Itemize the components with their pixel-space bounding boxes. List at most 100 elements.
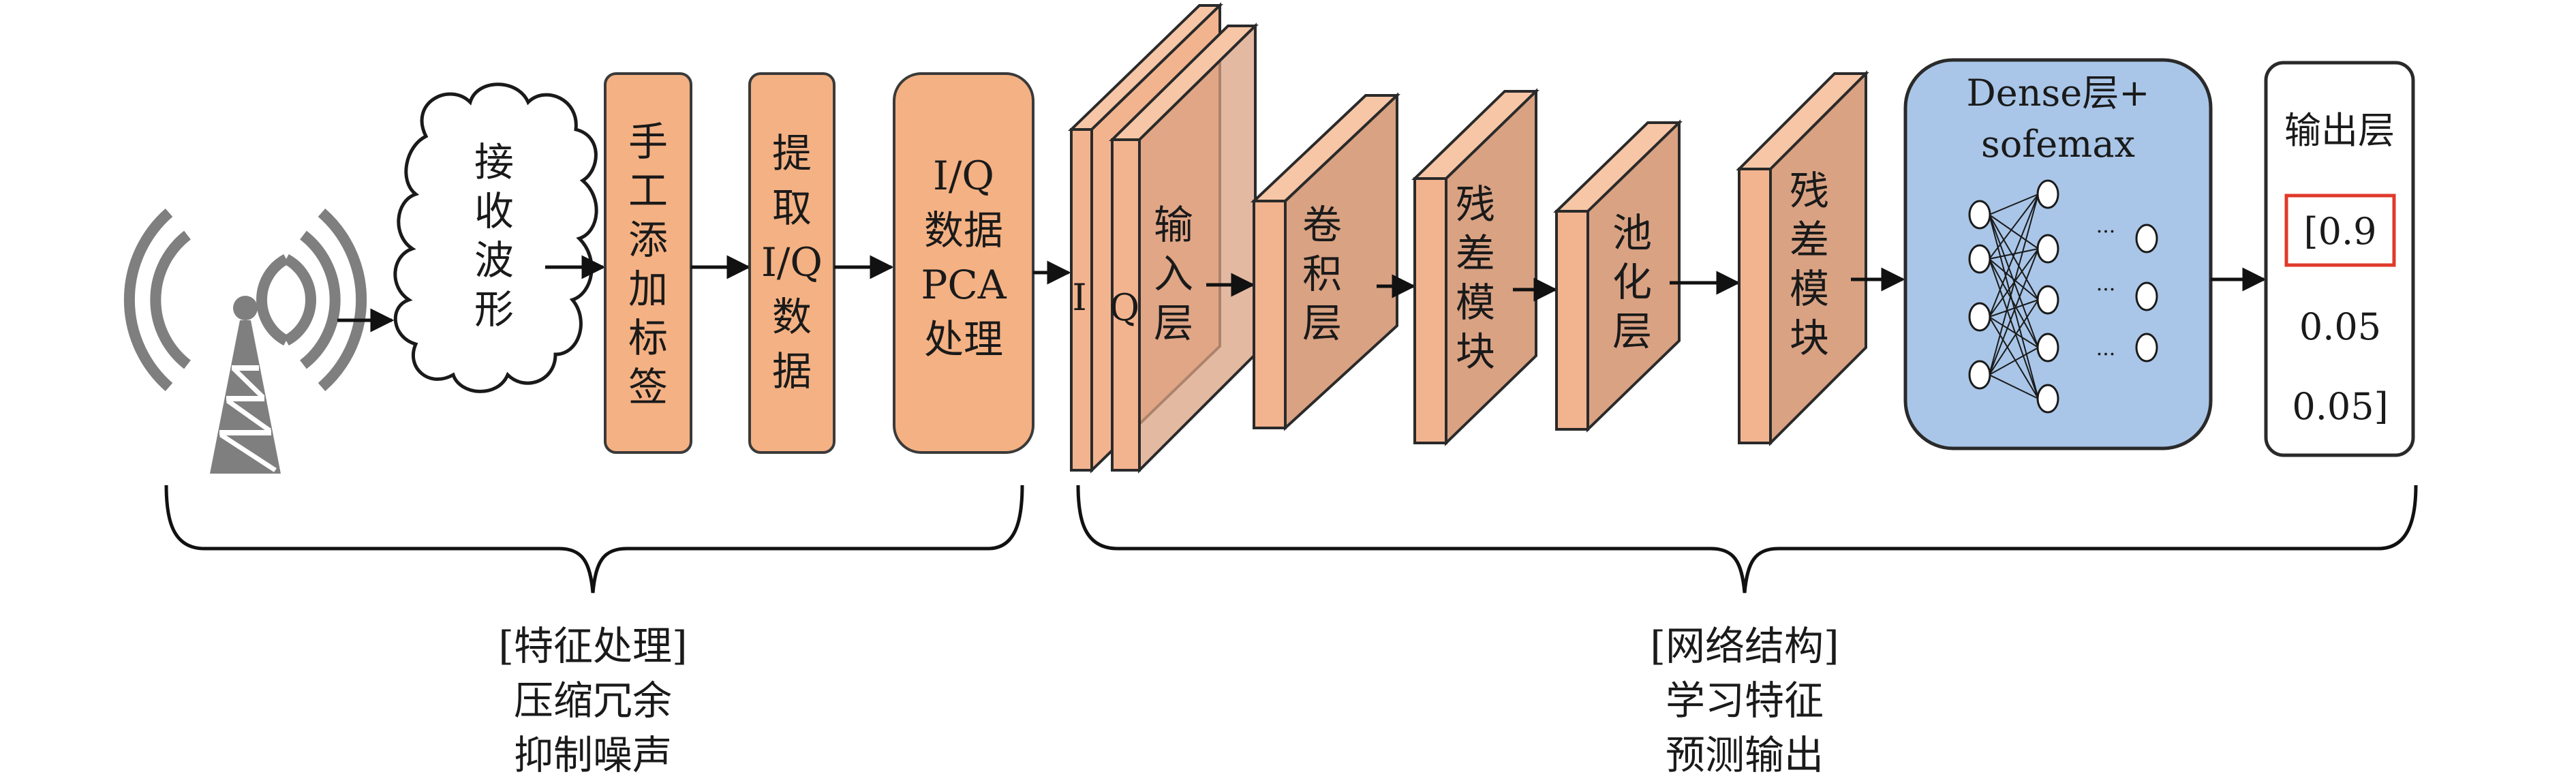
nn-edge xyxy=(1989,214,2039,249)
nn-node xyxy=(2135,333,2158,363)
nn-edge xyxy=(1989,248,2039,375)
nn-node xyxy=(2036,333,2059,363)
residual-block-2 xyxy=(1736,70,1869,446)
cloud-icon xyxy=(393,82,598,393)
nn-node xyxy=(2135,224,2158,254)
pca-line: 处理 xyxy=(924,316,1003,363)
nn-node xyxy=(1968,200,1991,230)
nn-edge xyxy=(1989,316,2039,399)
residual-2-char: 残 xyxy=(1790,168,1829,214)
manual-label-char: 加 xyxy=(628,266,668,312)
pool-layer-block xyxy=(1553,119,1683,433)
right-brace xyxy=(1076,485,2418,594)
extract-iq-text: 提 取 I/Q 数 据 xyxy=(761,130,823,395)
residual-2-char: 差 xyxy=(1790,217,1829,263)
nn-node xyxy=(1968,360,1991,390)
input-channel-i: I xyxy=(1072,276,1086,319)
dense-ellipsis: ··· xyxy=(2096,278,2116,302)
extract-iq-box xyxy=(748,72,835,454)
output-value: 0.05] xyxy=(2292,385,2388,428)
received-wave-char: 波 xyxy=(474,237,514,283)
nn-edge xyxy=(1989,316,2039,348)
nn-edge xyxy=(1989,347,2039,375)
conv-layer-label: 卷 积 层 xyxy=(1302,202,1342,346)
nn-node xyxy=(2036,179,2059,209)
input-layer-char: 入 xyxy=(1154,251,1193,297)
antenna-tower-icon xyxy=(123,208,367,474)
residual-2-char: 块 xyxy=(1790,315,1829,361)
nn-edge xyxy=(1989,194,2039,215)
received-wave-char: 形 xyxy=(474,286,514,333)
residual-1-label: 残 差 模 块 xyxy=(1456,181,1495,375)
extract-iq-char: 取 xyxy=(772,185,812,231)
extract-iq-char: 提 xyxy=(772,130,812,176)
pca-box xyxy=(893,72,1034,454)
output-highlight-box xyxy=(2284,194,2396,267)
residual-1-char: 差 xyxy=(1456,230,1495,277)
conv-layer-char: 层 xyxy=(1302,300,1342,346)
manual-label-text: 手 工 添 加 标 签 xyxy=(628,119,668,410)
residual-2-label: 残 差 模 块 xyxy=(1790,168,1829,361)
nn-node xyxy=(2135,281,2158,311)
nn-edge xyxy=(1989,258,2039,399)
nn-edge xyxy=(1989,194,2039,375)
output-value: 0.05 xyxy=(2299,305,2381,348)
conv-layer-char: 积 xyxy=(1302,251,1342,297)
nn-node xyxy=(1968,244,1991,274)
manual-label-char: 标 xyxy=(628,315,668,361)
residual-2-char: 模 xyxy=(1790,266,1829,312)
right-brace-line: 预测输出 xyxy=(1666,732,1824,778)
left-brace xyxy=(164,485,1024,594)
nn-node xyxy=(2036,234,2059,264)
nn-node xyxy=(2036,384,2059,414)
residual-1-char: 残 xyxy=(1456,181,1495,228)
pool-layer-char: 池 xyxy=(1612,210,1652,256)
nn-edge xyxy=(1989,194,2039,318)
right-brace-label: [网络结构] 学习特征 预测输出 xyxy=(1650,623,1839,778)
extract-iq-char: 数 xyxy=(772,294,812,340)
input-layer-label: 输 入 层 xyxy=(1154,202,1193,346)
dense-title-line1: Dense层+ xyxy=(1967,72,2150,114)
input-layer-char: 输 xyxy=(1154,202,1193,248)
nn-edge xyxy=(1989,214,2039,399)
residual-1-char: 块 xyxy=(1456,328,1495,375)
pca-line: 数据 xyxy=(924,207,1003,254)
nn-node xyxy=(1968,302,1991,332)
received-wave-char: 接 xyxy=(474,139,514,185)
nn-edge xyxy=(1989,299,2039,375)
nn-edge xyxy=(1989,258,2039,348)
manual-label-char: 工 xyxy=(628,168,668,214)
input-layer-char: 层 xyxy=(1154,300,1193,346)
conv-layer-char: 卷 xyxy=(1302,202,1342,248)
conv-layer-block xyxy=(1250,92,1401,431)
nn-node xyxy=(2036,285,2059,315)
residual-block-1 xyxy=(1411,88,1539,446)
nn-edge xyxy=(1989,374,2039,399)
left-brace-label: [特征处理] 压缩冗余 抑制噪声 xyxy=(498,623,687,778)
extract-iq-char: 据 xyxy=(772,348,812,395)
input-layer-block xyxy=(1068,2,1259,474)
output-box xyxy=(2264,61,2415,457)
pool-layer-label: 池 化 层 xyxy=(1612,210,1652,354)
nn-edge xyxy=(1989,258,2039,301)
pca-line: PCA xyxy=(921,262,1007,308)
manual-label-char: 添 xyxy=(628,217,668,263)
received-wave-char: 收 xyxy=(474,188,514,234)
left-brace-line: 压缩冗余 xyxy=(514,677,672,724)
manual-label-char: 手 xyxy=(628,119,668,165)
manual-label-char: 签 xyxy=(628,364,668,410)
extract-iq-char: I/Q xyxy=(761,239,823,286)
pca-text: I/Q 数据 PCA 处理 xyxy=(921,153,1007,363)
right-brace-line: 学习特征 xyxy=(1666,677,1824,724)
nn-edge xyxy=(1989,214,2039,348)
dense-ellipsis: ··· xyxy=(2096,343,2116,367)
manual-label-box xyxy=(604,72,692,454)
residual-1-char: 模 xyxy=(1456,279,1495,326)
pca-line: I/Q xyxy=(933,153,994,199)
dense-title-line2: sofemax xyxy=(1981,123,2135,166)
dense-ellipsis: ··· xyxy=(2096,220,2116,244)
left-brace-line: [特征处理] xyxy=(498,623,687,669)
pool-layer-char: 化 xyxy=(1612,259,1652,305)
neural-network-graphic xyxy=(1968,179,2158,414)
